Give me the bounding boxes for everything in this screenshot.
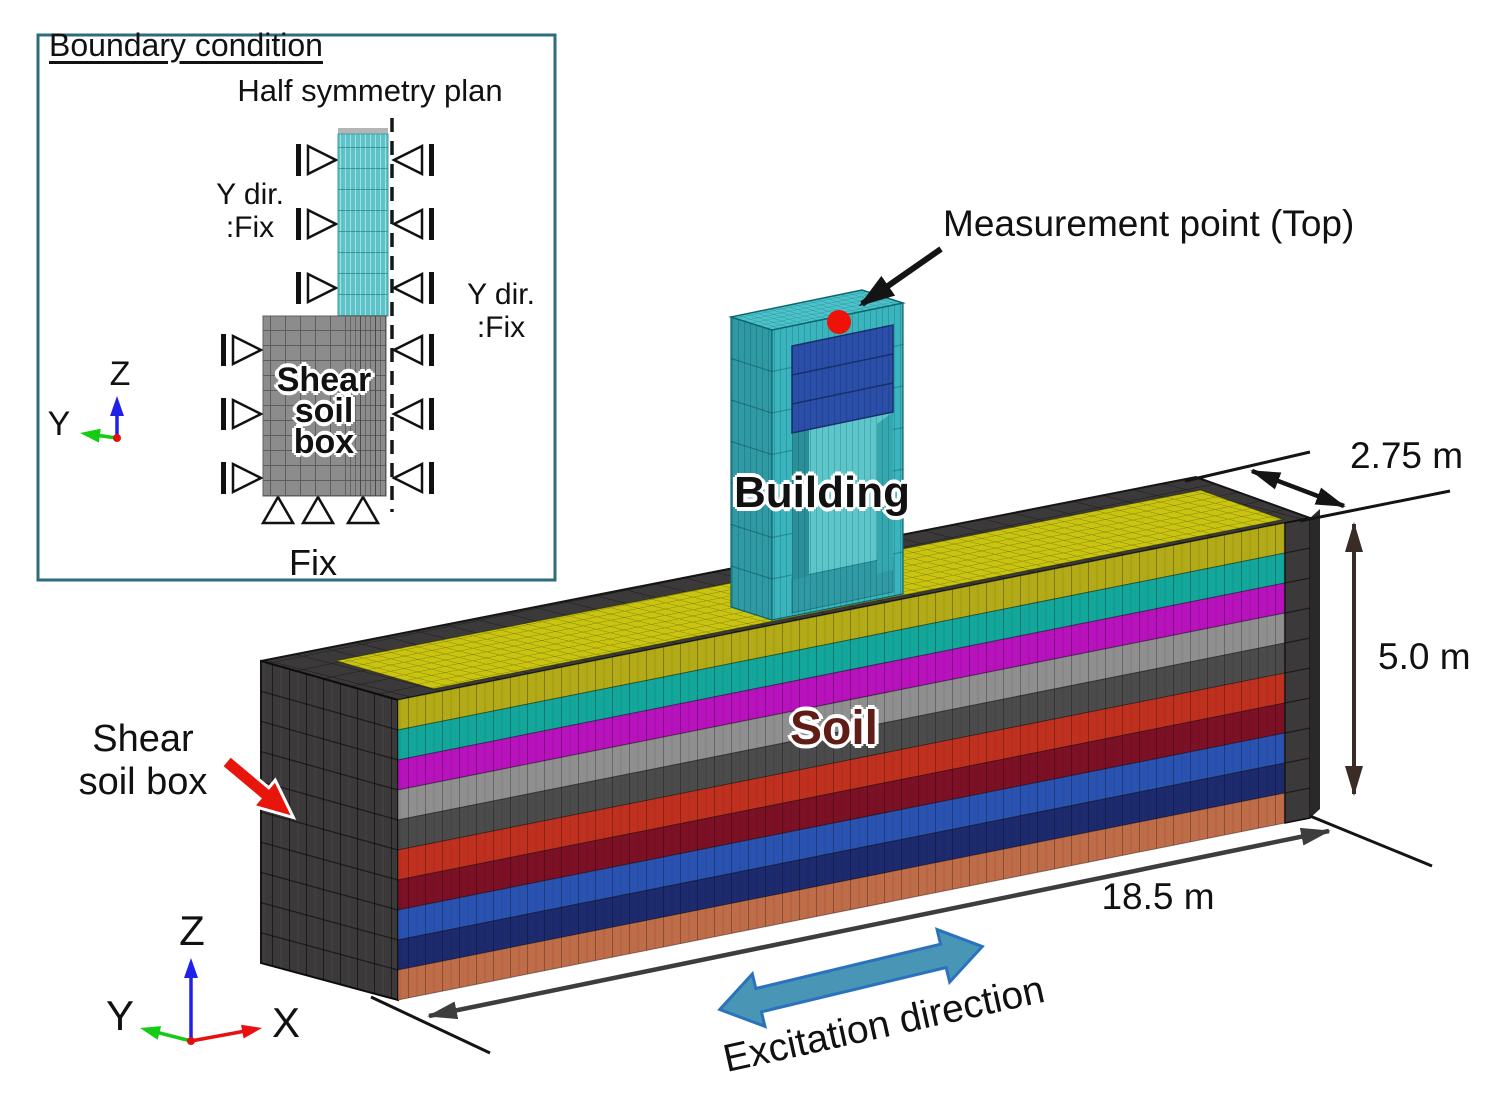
- inset-shear-line1: Shear: [276, 361, 372, 399]
- soil-label: Soil: [789, 702, 879, 755]
- roller-triangle: [231, 461, 264, 495]
- building-front-mesh: [772, 303, 903, 620]
- roller-triangle: [306, 143, 339, 177]
- main-axis-x-arrow-head: [241, 1024, 262, 1039]
- roller-bar: [429, 462, 434, 494]
- inset-symmetry-label: Half symmetry plan: [237, 73, 503, 108]
- red-arrow-shape: [219, 753, 297, 820]
- shear-soil-box-label: Shear soil box: [79, 718, 208, 804]
- inset-bc-right-label: Y dir. :Fix: [467, 278, 535, 344]
- inset-shear-line2: soil: [294, 392, 354, 430]
- shear-box-right-edge: [1310, 509, 1320, 818]
- roller-bar: [221, 398, 226, 430]
- roller-triangle: [231, 397, 264, 431]
- roller-triangle: [391, 143, 424, 177]
- inset-axis-z-label: Z: [109, 355, 131, 393]
- roller-triangle: [391, 333, 424, 367]
- dim-arrow-width: [1250, 468, 1346, 509]
- main-axis-y-arrow: [153, 1029, 192, 1043]
- roller-triangle: [306, 207, 339, 241]
- inset-bc-left-line1: Y dir.: [216, 178, 284, 211]
- roller-triangle: [306, 271, 339, 305]
- roller-triangle: [391, 397, 424, 431]
- roller-bar: [221, 334, 226, 366]
- roller-triangle: [391, 271, 424, 305]
- ext-line-length-right: [1309, 814, 1433, 868]
- measurement-point-label: Measurement point (Top): [943, 203, 1355, 244]
- roller-bar: [429, 272, 434, 304]
- ext-line-width-near: [1299, 489, 1451, 523]
- roller-bar: [429, 398, 434, 430]
- roller-bar: [296, 272, 301, 304]
- main-axis-z-label: Z: [179, 907, 205, 954]
- shear-soil-box-line2: soil box: [78, 761, 208, 803]
- measurement-arrow: [858, 246, 943, 307]
- ext-line-width-far: [1184, 450, 1311, 483]
- excitation-arrow: [717, 927, 985, 1029]
- roller-bar: [221, 462, 226, 494]
- pin-support-triangle: [260, 494, 296, 525]
- roller-triangle: [231, 333, 264, 367]
- main-axis-y-arrow-head: [140, 1026, 162, 1040]
- main-axis-y-label: Y: [105, 992, 135, 1039]
- dim-width-label: 2.75 m: [1350, 435, 1464, 476]
- inset-bc-left-line2: :Fix: [225, 211, 275, 244]
- inset-diagram: [36, 33, 557, 582]
- shear-soil-box-line1: Shear: [92, 718, 194, 760]
- measurement-point-dot: [827, 310, 851, 334]
- dim-height-label: 5.0 m: [1378, 636, 1471, 677]
- excitation-arrow-shape: [717, 927, 985, 1029]
- inset-soil-box-refined-mesh: [348, 316, 386, 496]
- dim-length-label: 18.5 m: [1101, 876, 1215, 917]
- dimension-annotations: [219, 246, 1451, 1055]
- inset-bc-right-line1: Y dir.: [467, 278, 535, 311]
- shear-box-pointer-arrow: [219, 753, 297, 820]
- roller-triangle: [391, 461, 424, 495]
- inset-fix-label: Fix: [289, 542, 337, 583]
- inset-axis-y-arrow-head: [80, 428, 101, 443]
- inset-axis-origin: [113, 434, 121, 442]
- building-label: Building: [734, 468, 910, 517]
- inset-bc-left-label: Y dir. :Fix: [216, 178, 284, 244]
- main-axis-x-arrow: [190, 1028, 249, 1043]
- inset-shear-box-label: Shear soil box: [276, 361, 372, 461]
- inset-panel: [36, 33, 557, 582]
- roller-bar: [296, 144, 301, 176]
- inset-axis-z-arrow-head: [110, 396, 124, 416]
- pin-support-triangle: [345, 494, 381, 525]
- roller-bar: [429, 208, 434, 240]
- pin-support-triangle: [300, 494, 336, 525]
- roller-bar: [429, 334, 434, 366]
- ext-line-length-left: [370, 995, 491, 1055]
- roller-bar: [429, 144, 434, 176]
- roller-bar: [296, 208, 301, 240]
- inset-building-cap: [338, 128, 388, 134]
- main-axis-origin: [187, 1037, 195, 1045]
- inset-title: Boundary condition: [49, 27, 323, 63]
- main-axis-x-label: X: [271, 999, 301, 1046]
- dim-arrow-length: [427, 827, 1331, 1020]
- main-axis-z-arrow-head: [184, 958, 198, 978]
- inset-building-column: [337, 133, 389, 317]
- inset-axis-y-label: Y: [47, 405, 71, 443]
- inset-bc-right-line2: :Fix: [476, 311, 526, 344]
- roller-triangle: [391, 207, 424, 241]
- inset-shear-line3: box: [293, 423, 355, 461]
